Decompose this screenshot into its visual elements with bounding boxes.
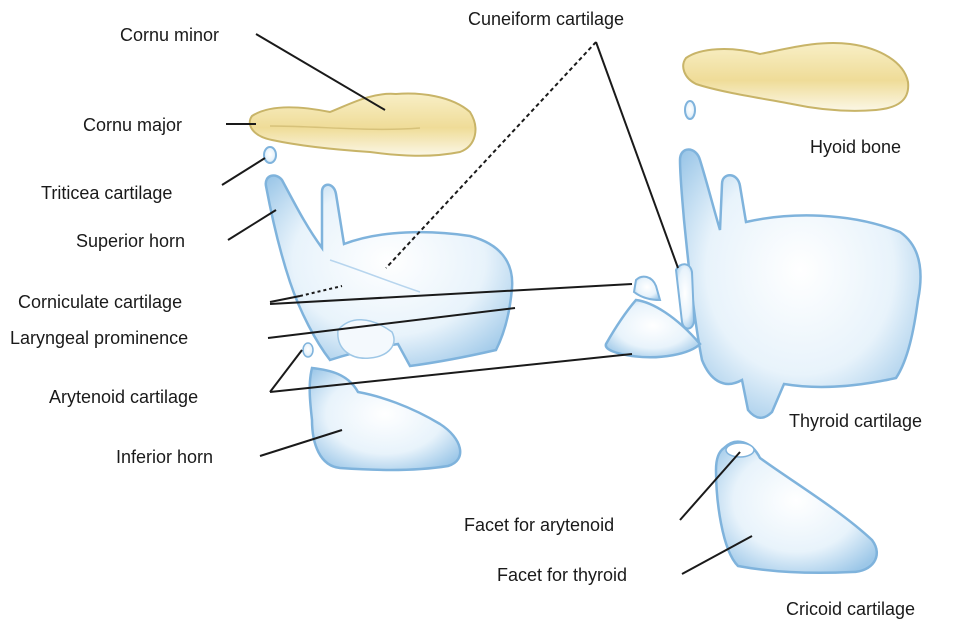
leader-arytenoid-1 [270,350,302,392]
right-hyoid-bone [683,43,908,111]
right-triticea-cartilage [685,101,695,119]
label-cricoid-cartilage: Cricoid cartilage [786,598,915,620]
leader-superior-horn [228,210,276,240]
left-hyoid-bone [250,94,476,156]
label-facet-arytenoid: Facet for arytenoid [464,514,614,536]
corniculate-cartilage [634,277,660,300]
leader-cuneiform-right [596,42,678,268]
leader-cornu-minor [256,34,385,110]
label-cornu-major: Cornu major [83,114,182,136]
label-inferior-horn: Inferior horn [116,446,213,468]
right-thyroid-cartilage [680,150,921,418]
label-facet-thyroid: Facet for thyroid [497,564,627,586]
label-laryngeal-prominence: Laryngeal prominence [10,327,188,349]
label-cornu-minor: Cornu minor [120,24,219,46]
right-cricoid-cartilage [716,442,877,573]
label-thyroid-cartilage: Thyroid cartilage [789,410,922,432]
label-hyoid-bone: Hyoid bone [810,136,901,158]
label-corniculate-cartilage: Corniculate cartilage [18,291,182,313]
left-triticea-cartilage [264,147,276,163]
left-cricoid-cartilage [310,368,460,470]
leader-triticea [222,158,265,185]
label-cuneiform-cartilage: Cuneiform cartilage [468,8,624,30]
label-arytenoid-cartilage: Arytenoid cartilage [49,386,198,408]
cuneiform-cartilage [676,264,694,328]
label-triticea-cartilage: Triticea cartilage [41,182,172,204]
label-superior-horn: Superior horn [76,230,185,252]
